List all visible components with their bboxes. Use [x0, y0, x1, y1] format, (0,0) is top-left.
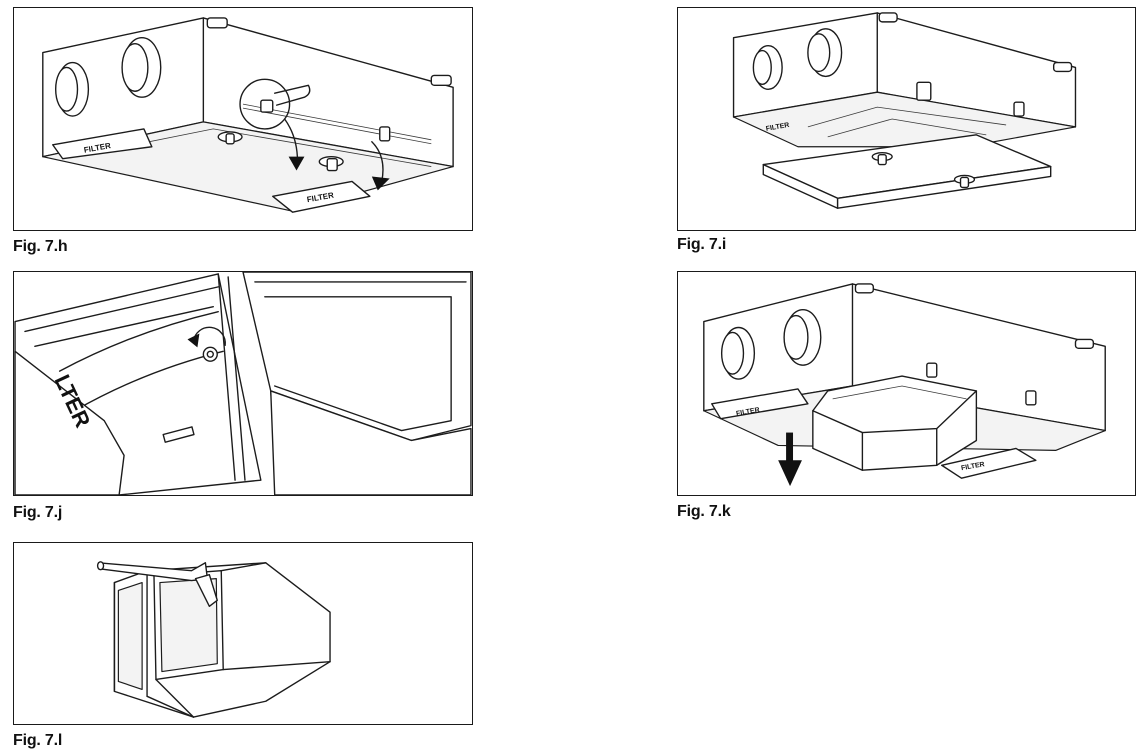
figure-7h-illustration: FILTER FILTER — [13, 7, 473, 231]
filter-label: FILTER — [765, 122, 790, 133]
unit-opening-cover-drawing: FILTER FILTER — [42, 17, 454, 213]
down-arrow-icon — [288, 156, 305, 171]
figure-7k-illustration: FILTER FILTER — [677, 271, 1136, 496]
filter-label-right: FILTER — [961, 461, 986, 472]
rotate-arrow-icon — [187, 333, 200, 348]
figure-caption: Fig. 7.i — [677, 236, 727, 253]
figure-caption: Fig. 7.h — [13, 238, 68, 255]
down-arrow-head-icon — [778, 460, 802, 487]
heat-exchanger-removal-drawing: FILTER FILTER — [703, 283, 1106, 487]
figure-7i-illustration: FILTER — [677, 7, 1136, 231]
figure-caption: Fig. 7.k — [677, 503, 731, 520]
filter-label-left: FILTER — [736, 407, 761, 418]
unit-cover-removed-drawing: FILTER — [732, 12, 1077, 209]
figure-caption: Fig. 7.l — [13, 732, 63, 749]
down-arrow-icon — [371, 176, 390, 191]
figure-7l-illustration — [13, 542, 473, 725]
figure-caption: Fig. 7.j — [13, 504, 63, 521]
heat-exchanger-block-drawing — [96, 561, 331, 718]
figure-7j-illustration: LTER — [13, 271, 473, 496]
down-arrow-icon — [786, 432, 794, 463]
interior-detail-drawing: LTER — [14, 272, 472, 495]
